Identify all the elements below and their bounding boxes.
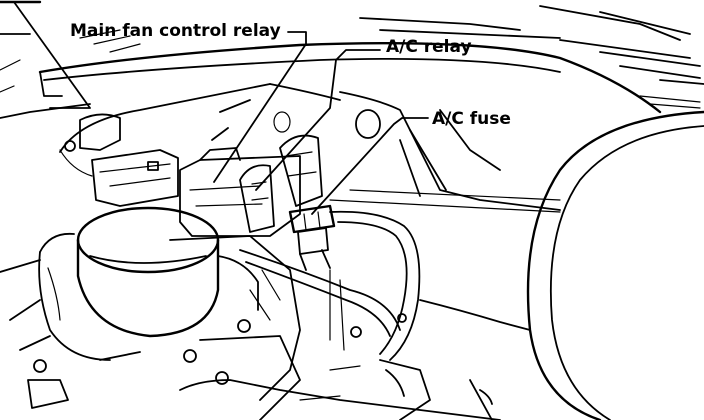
ac-fuse-holder bbox=[288, 204, 336, 271]
hood-panel-lines bbox=[0, 0, 704, 119]
left-bracket bbox=[59, 113, 179, 207]
inner-fender bbox=[269, 83, 561, 213]
wiring-harness bbox=[239, 210, 531, 361]
reservoir-tank bbox=[9, 206, 259, 409]
label-ac-fuse: A/C fuse bbox=[432, 109, 511, 129]
relay-box bbox=[179, 99, 323, 237]
lower-engine bbox=[0, 235, 501, 420]
leader-ac-relay bbox=[255, 49, 381, 191]
leader-ac-fuse bbox=[311, 117, 429, 215]
leader-lines bbox=[213, 31, 429, 215]
leader-main-fan-relay bbox=[213, 31, 307, 183]
label-main-fan-control-relay: Main fan control relay bbox=[70, 21, 281, 41]
label-ac-relay: A/C relay bbox=[386, 37, 472, 57]
wheel-well bbox=[526, 110, 704, 420]
cable bbox=[59, 83, 271, 153]
callout-labels: Main fan control relay A/C relay A/C fus… bbox=[70, 21, 511, 129]
